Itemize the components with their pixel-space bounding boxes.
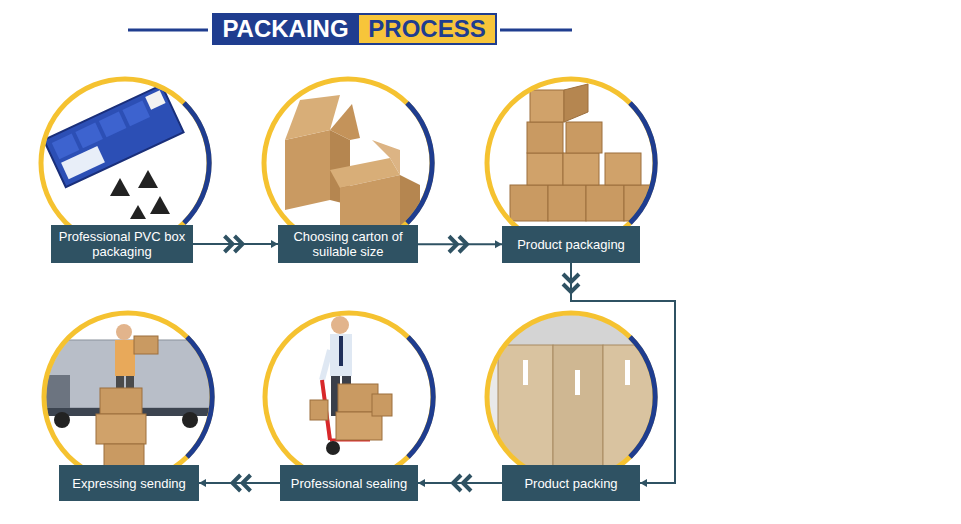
flow-connector [418, 475, 502, 491]
step-label: Expressing sending [72, 476, 185, 491]
step-label: Product packaging [517, 237, 625, 252]
step-label: Product packing [524, 476, 617, 491]
title-band: PROCESS [359, 13, 497, 45]
step-label: Choosing carton of suilable size [284, 229, 412, 259]
carton-picture [264, 79, 432, 247]
connector-line [418, 243, 502, 245]
chevron [233, 475, 241, 491]
truck-picture [40, 313, 215, 481]
chevron [225, 236, 233, 252]
title-text: PACKAING [222, 15, 348, 43]
arrowhead [495, 240, 502, 248]
double-chevron [233, 475, 251, 491]
step-label-box: Choosing carton of suilable size [278, 225, 418, 263]
crates-picture [480, 313, 670, 481]
connector-line [199, 482, 280, 484]
double-chevron [453, 475, 471, 491]
title-band: PACKAING [212, 13, 359, 45]
chevron [463, 475, 471, 491]
arrowhead [199, 479, 206, 487]
chevron [449, 236, 457, 252]
chevron [459, 236, 467, 252]
chevron [563, 284, 579, 292]
title-rule [128, 29, 208, 32]
connector-line [571, 263, 675, 483]
arrowhead [271, 240, 278, 248]
flow-connector [418, 236, 502, 252]
flow-connector [563, 263, 675, 487]
step-label-box: Professional PVC box packaging [51, 225, 193, 263]
title-text: PROCESS [368, 15, 485, 43]
flow-connector [199, 475, 280, 491]
double-chevron [225, 236, 243, 252]
connector-line [193, 243, 278, 245]
arrowhead [640, 479, 647, 487]
chevron [243, 475, 251, 491]
step-label: Professional sealing [291, 476, 407, 491]
step-label-box: Expressing sending [59, 465, 199, 501]
double-chevron [449, 236, 467, 252]
pvc-box-picture [41, 79, 209, 247]
chevron [453, 475, 461, 491]
step-label-box: Professional sealing [280, 465, 418, 501]
chevron [563, 274, 579, 282]
connector-line [418, 482, 502, 484]
step-label: Professional PVC box packaging [57, 229, 187, 259]
double-chevron [563, 274, 579, 292]
arrowhead [418, 479, 425, 487]
title-rule [500, 29, 572, 32]
flow-connector [193, 236, 278, 252]
stacked-boxes-picture [487, 79, 655, 247]
step-label-box: Product packing [502, 465, 640, 501]
chevron [235, 236, 243, 252]
step-label-box: Product packaging [502, 226, 640, 263]
hand-truck-picture [265, 313, 433, 481]
